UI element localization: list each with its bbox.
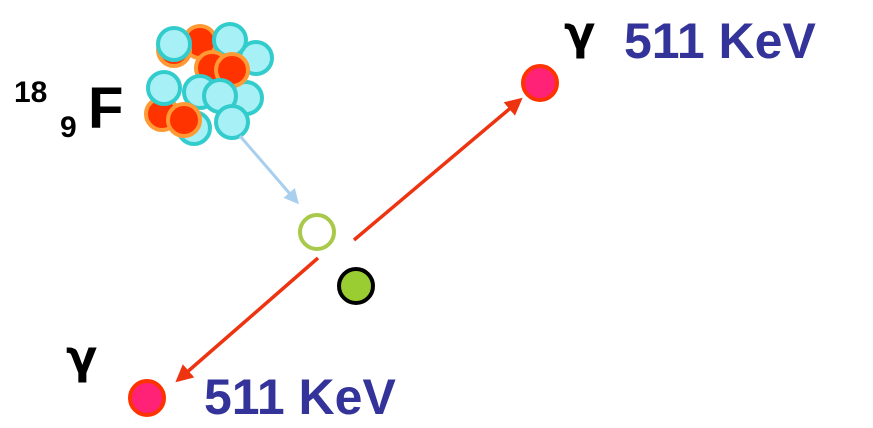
mass-number: 18: [14, 76, 48, 109]
lower-energy-label: 511 KeV: [204, 369, 396, 425]
lower-gamma-symbol: γ: [66, 330, 98, 384]
fluorine-18-nucleus: [144, 22, 274, 146]
lower-photon-path: [175, 256, 320, 383]
positron-emission-arrow: [238, 135, 299, 205]
element-symbol: F: [88, 76, 124, 141]
upper-energy-label: 511 KeV: [624, 13, 816, 69]
atomic-number: 9: [60, 111, 77, 144]
upper-photon-path: [352, 97, 523, 242]
positron: [298, 213, 336, 251]
upper-gamma-photon: [521, 64, 559, 102]
electron: [337, 267, 375, 305]
upper-gamma-symbol: γ: [564, 6, 596, 60]
lower-gamma-photon: [128, 379, 166, 417]
